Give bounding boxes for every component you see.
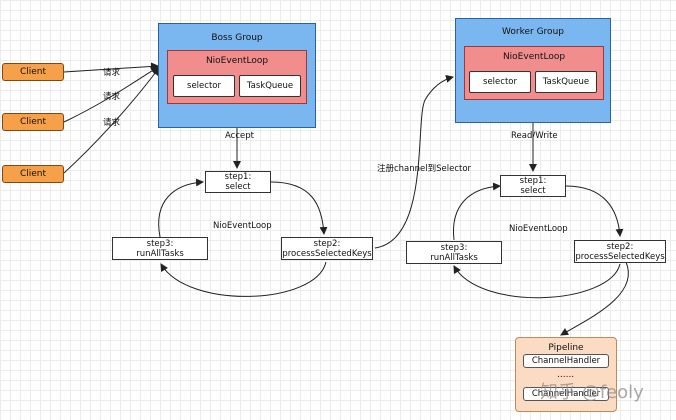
request-arrow-1 — [63, 62, 159, 73]
boss-step2: step2:processSelectedKeys — [281, 237, 373, 260]
boss-nio-title: NioEventLoop — [205, 56, 269, 66]
pipeline-dots: ...... — [557, 370, 575, 380]
worker-loop-center-label: NioEventLoop — [509, 224, 568, 234]
client-box-2: Client — [2, 113, 64, 131]
boss-loop-arrow-1 — [270, 181, 328, 235]
worker-step1: step1:select — [500, 175, 566, 197]
boss-loop-arrow-3 — [158, 178, 204, 238]
worker-group-title: Worker Group — [502, 27, 564, 37]
boss-loop-center-label: NioEventLoop — [213, 221, 272, 231]
boss-loop-arrow-2 — [160, 261, 327, 297]
request-label-2: 请求 — [103, 92, 121, 102]
worker-task-queue: TaskQueue — [535, 71, 597, 93]
request-label-1: 请求 — [103, 68, 121, 78]
request-arrow-2 — [63, 66, 159, 123]
pipeline-title: Pipeline — [548, 343, 584, 353]
register-label: 注册channel到Selector — [377, 164, 472, 174]
worker-loop-arrow-1 — [565, 185, 624, 237]
worker-loop-arrow-2 — [453, 263, 621, 299]
client-box-3: Client — [2, 165, 64, 183]
boss-task-queue: TaskQueue — [239, 75, 301, 97]
channel-handler-2: ChannelHandler — [523, 387, 609, 401]
boss-selector: selector — [173, 75, 235, 97]
boss-step1: step1:select — [205, 171, 271, 193]
request-label-3: 请求 — [103, 118, 121, 128]
worker-loop-arrow-3 — [453, 182, 501, 241]
register-arrow — [374, 74, 454, 249]
worker-selector: selector — [469, 71, 531, 93]
worker-nio-title: NioEventLoop — [502, 52, 566, 62]
zhihu-watermark: 知乎 @feoly — [540, 382, 644, 403]
worker-step2: step2:processSelectedKeys — [574, 240, 666, 263]
read-write-label: Read/Write — [511, 131, 558, 141]
request-arrow-3 — [63, 67, 160, 174]
pipeline-arrow — [560, 261, 629, 336]
boss-group-title: Boss Group — [211, 33, 263, 43]
accept-label: Accept — [225, 131, 254, 141]
client-box-1: Client — [2, 63, 64, 81]
boss-step3: step3:runAllTasks — [112, 237, 208, 260]
channel-handler-1: ChannelHandler — [523, 354, 609, 368]
worker-step3: step3:runAllTasks — [406, 241, 502, 264]
